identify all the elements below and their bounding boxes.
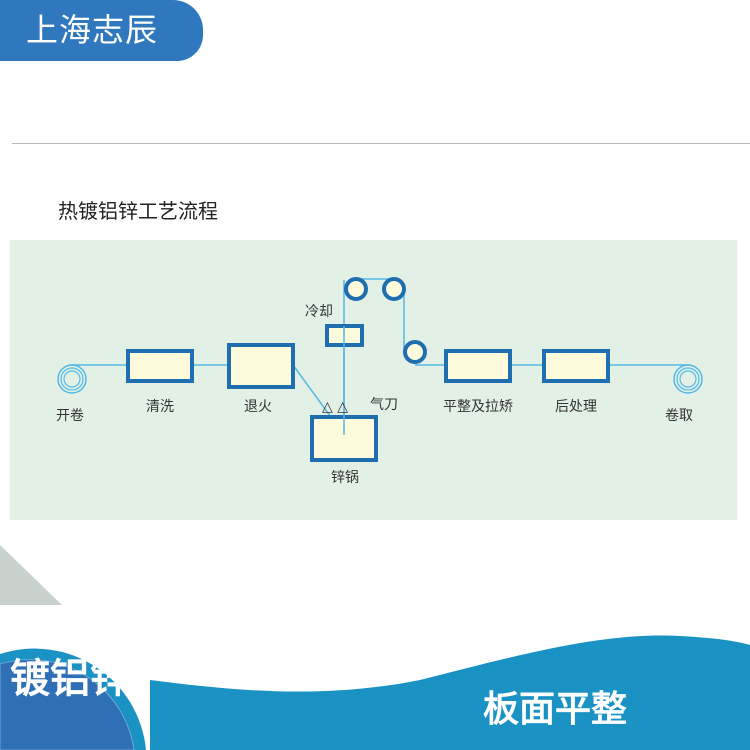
- label-clean: 清洗: [146, 399, 174, 415]
- tag-circle: [0, 659, 135, 750]
- brand-banner: 上海志辰: [0, 0, 203, 61]
- label-post-treatment: 后处理: [555, 399, 597, 415]
- label-cooling: 冷却: [305, 304, 333, 320]
- recoiler-icon: [673, 364, 703, 394]
- post-treatment-box: [542, 349, 610, 383]
- annealing-box: [227, 343, 295, 389]
- slogan: 板面平整: [483, 689, 628, 730]
- label-uncoil: 开卷: [56, 408, 84, 424]
- cleaning-box: [126, 349, 194, 383]
- wave-shape: [150, 635, 750, 750]
- roller-icon: [382, 277, 406, 301]
- label-anneal: 退火: [244, 399, 272, 415]
- roller-icon: [344, 277, 368, 301]
- footer-decoration: [0, 545, 750, 750]
- diagram-title: 热镀铝锌工艺流程: [58, 199, 218, 223]
- leveling-box: [444, 349, 512, 383]
- label-air-knife: 气刀: [370, 397, 398, 413]
- uncoiler-icon: [57, 364, 87, 394]
- label-leveling: 平整及拉矫: [443, 399, 513, 415]
- label-recoil: 卷取: [665, 408, 693, 424]
- product-tag: 镀铝锌: [10, 656, 130, 702]
- label-zinc-pot: 锌锅: [331, 470, 359, 486]
- air-knife-icon: △ △: [322, 399, 348, 415]
- roller-icon: [403, 340, 427, 364]
- divider: [12, 143, 750, 144]
